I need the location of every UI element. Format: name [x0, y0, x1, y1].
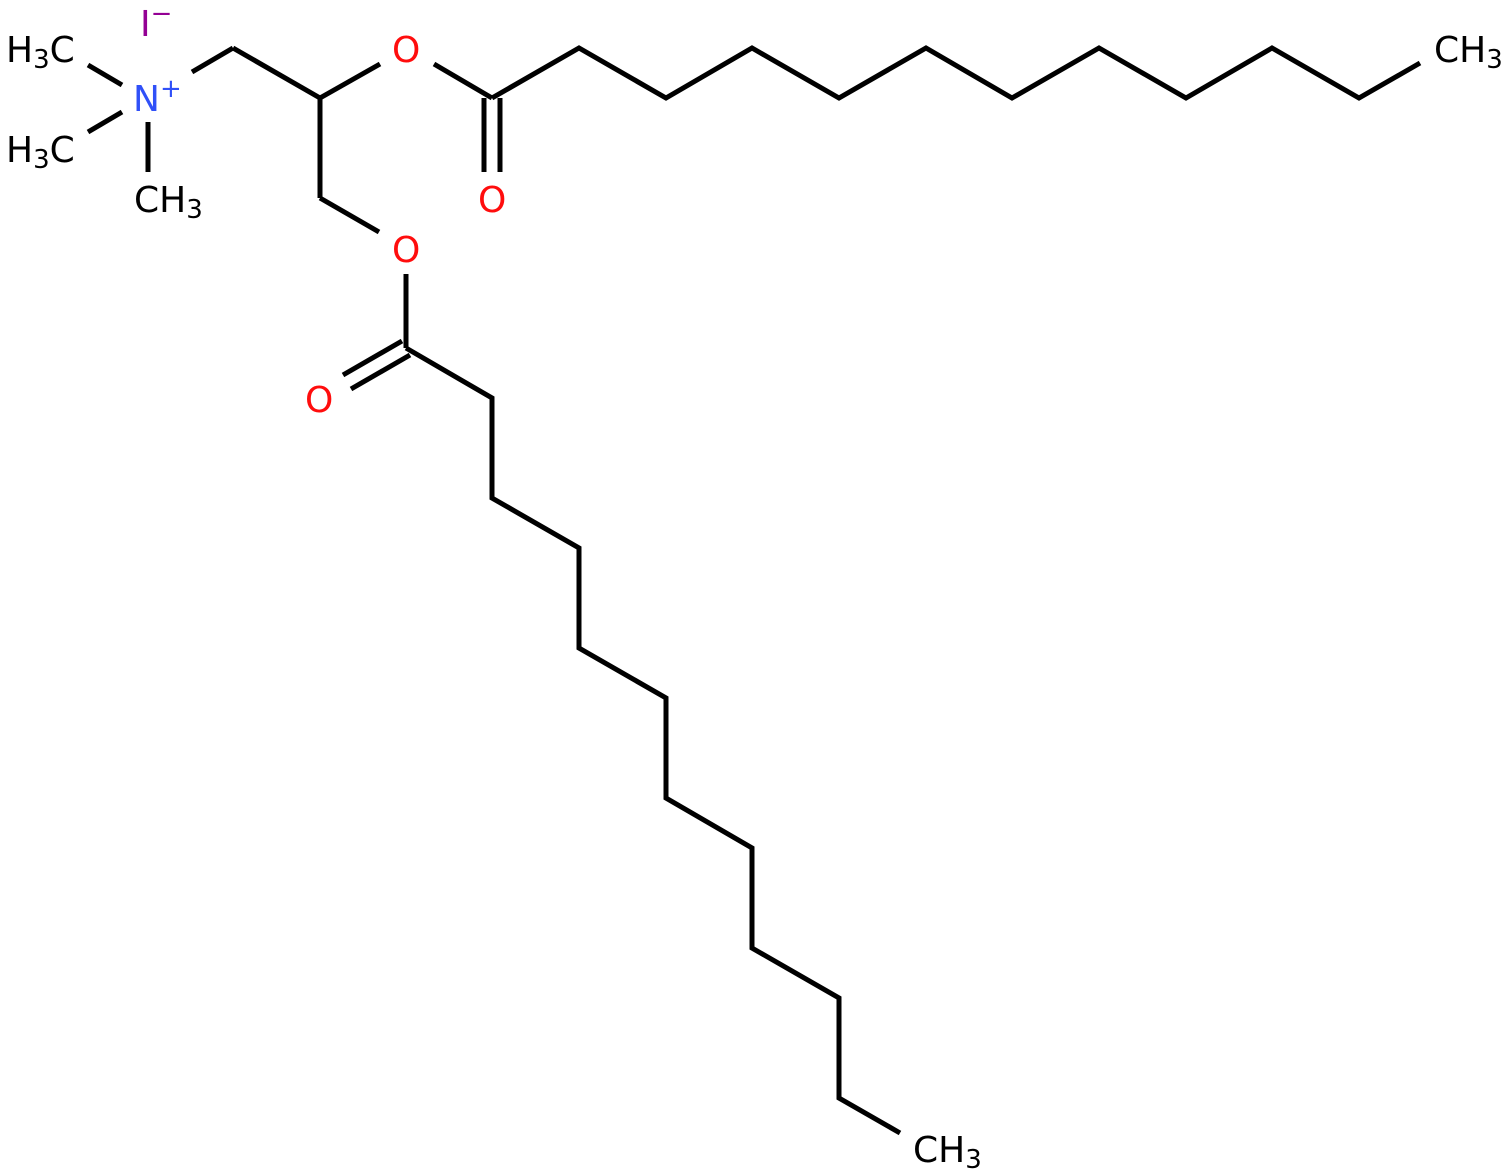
bond-carbonyl-lower-double-b	[349, 352, 412, 392]
bond-c1-c2	[231, 45, 322, 101]
ammonium-bonds	[86, 45, 235, 172]
lower-acyl-chain-bonds	[341, 274, 902, 1136]
ester-oxygen-lower-label: O	[392, 230, 420, 271]
iodide-ion-label: I−	[140, 0, 172, 45]
ester-oxygen-top-label: O	[392, 30, 420, 71]
bond-o-carbonyl-top	[432, 61, 494, 101]
bond-carbonyl-lower-double-a	[341, 338, 404, 378]
carbonyl-oxygen-lower-label: O	[305, 380, 333, 421]
methyl-bottom-label: CH3	[134, 180, 203, 225]
bond-n-methyl-top	[86, 62, 124, 88]
upper-alkyl-chain	[490, 45, 1422, 101]
lower-alkyl-chain	[404, 345, 902, 1136]
atom-labels: I− N+ H3C H3C CH3 O O O O CH3 CH3	[6, 0, 1503, 1173]
upper-acyl-chain-bonds	[432, 45, 1422, 172]
nitrogen-cation-label: N+	[133, 74, 182, 120]
methyl-left-bottom-label: H3C	[6, 130, 75, 175]
bond-n-ch2	[190, 45, 235, 75]
carbonyl-oxygen-top-label: O	[478, 180, 506, 221]
methyl-left-top-label: H3C	[6, 30, 75, 75]
bond-c2-o-top	[318, 61, 382, 101]
bond-c3-o-lower	[318, 195, 381, 235]
glycerol-backbone-bonds	[231, 45, 382, 235]
bond-n-methyl-left	[86, 109, 124, 135]
methyl-lower-chain-end-label: CH3	[913, 1130, 982, 1173]
methyl-top-chain-end-label: CH3	[1434, 30, 1503, 75]
